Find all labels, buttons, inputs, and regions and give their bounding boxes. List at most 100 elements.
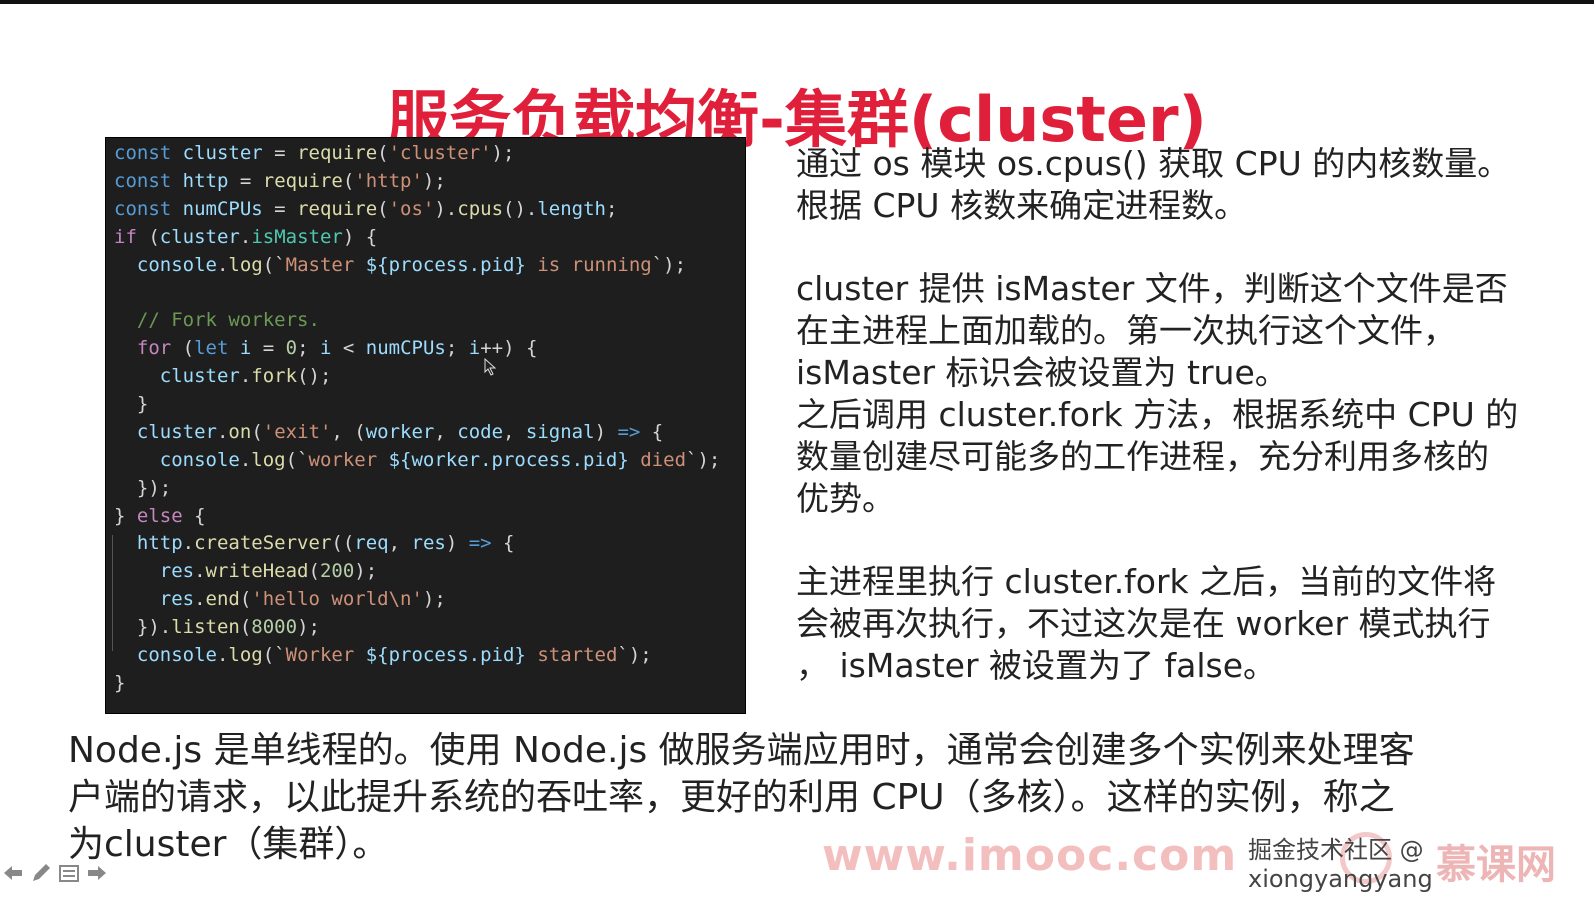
- code-token: Master: [285, 253, 366, 276]
- code-token: }: [114, 393, 149, 416]
- code-token: log: [228, 644, 263, 667]
- code-token: res: [159, 588, 195, 611]
- code-token: });: [114, 476, 172, 499]
- code-line: const numCPUs = require('os').cpus().len…: [114, 196, 745, 224]
- code-token: 'exit': [262, 420, 332, 443]
- slide-controls: [2, 860, 108, 886]
- text-line: 会被再次执行，不过这次是在 worker 模式执行: [796, 604, 1491, 643]
- code-token: .: [216, 420, 229, 443]
- code-token: (: [377, 142, 389, 164]
- text-line: cluster 提供 isMaster 文件，判断这个文件是否: [796, 269, 1508, 308]
- code-token: .: [239, 365, 252, 388]
- code-token: log: [228, 253, 263, 276]
- code-token: isMaster: [251, 225, 343, 248]
- code-token: [171, 142, 182, 164]
- code-token: ;: [445, 337, 469, 360]
- code-line: http.createServer((req, res) => {: [114, 530, 745, 558]
- watermark-logo: 慕课网: [1436, 842, 1556, 888]
- code-token: (: [136, 225, 160, 248]
- code-token: res: [411, 532, 446, 555]
- code-line: for (let i = 0; i < numCPUs; i++) {: [114, 335, 745, 363]
- next-slide-button[interactable]: [86, 862, 108, 884]
- code-token: req: [354, 532, 389, 555]
- explanation-paragraph: 通过 os 模块 os.cpus() 获取 CPU 的内核数量。根据 CPU 核…: [796, 143, 1510, 227]
- code-token: {: [491, 532, 515, 555]
- code-token: console: [159, 448, 240, 471]
- code-line: cluster.fork();: [114, 363, 745, 391]
- code-token: =>: [617, 420, 641, 443]
- code-token: `);: [686, 448, 721, 471]
- watermark-credit: 掘金技术社区 @ xiongyangyang: [1248, 836, 1433, 893]
- slide-menu-button[interactable]: [58, 862, 80, 884]
- code-line: res.writeHead(200);: [114, 558, 745, 586]
- code-token: );: [422, 169, 446, 192]
- code-token: ,: [503, 420, 526, 443]
- code-token: .: [194, 588, 206, 611]
- explanation-paragraph: cluster 提供 isMaster 文件，判断这个文件是否在主进程上面加载的…: [796, 268, 1518, 520]
- code-token: `);: [617, 644, 652, 667]
- text-line: 通过 os 模块 os.cpus() 获取 CPU 的内核数量。: [796, 144, 1511, 183]
- code-token: [171, 170, 182, 192]
- code-line: // Fork workers.: [114, 307, 745, 335]
- code-token: (`: [262, 253, 286, 276]
- text-line: 之后调用 cluster.fork 方法，根据系统中 CPU 的: [796, 395, 1519, 434]
- code-token: (: [308, 560, 320, 583]
- code-token: (: [239, 616, 252, 639]
- code-line: }: [114, 670, 745, 698]
- code-line: res.end('hello world\n');: [114, 586, 745, 614]
- code-token: =: [251, 337, 286, 360]
- code-line: console.log(`Worker ${process.pid} start…: [114, 642, 745, 670]
- code-token: ${worker.process.pid}: [388, 448, 629, 471]
- code-token: ${process.pid}: [365, 644, 526, 667]
- code-line: const http = require('http');: [114, 168, 745, 196]
- text-line: 主进程里执行 cluster.fork 之后，当前的文件将: [796, 562, 1497, 601]
- text-line: 优势。: [796, 479, 895, 518]
- prev-slide-button[interactable]: [2, 862, 24, 884]
- code-token: 200: [319, 560, 355, 583]
- code-token: .: [239, 225, 252, 248]
- watermark-url: www.imooc.com: [822, 830, 1238, 881]
- code-token: fork: [251, 365, 298, 388]
- code-token: (`: [262, 644, 286, 667]
- code-token: res: [159, 560, 195, 583]
- code-token: .: [216, 644, 229, 667]
- code-token: .: [182, 532, 195, 555]
- code-token: end: [205, 588, 240, 611]
- code-token: .: [216, 253, 229, 276]
- code-token: started: [525, 644, 618, 667]
- mouse-cursor-icon: [484, 358, 497, 376]
- code-token: signal: [525, 420, 595, 443]
- menu-icon: [59, 865, 79, 882]
- code-token: ): [445, 532, 469, 555]
- code-token: );: [354, 560, 378, 583]
- code-token: i: [320, 337, 332, 360]
- code-token: =: [262, 197, 298, 220]
- code-token: require: [297, 142, 378, 164]
- text-line: 为cluster（集群）。: [68, 824, 389, 865]
- text-line: ， isMaster 被设置为了 false。: [796, 646, 1277, 685]
- indent-guide: [112, 535, 113, 651]
- code-token: cluster: [159, 365, 240, 388]
- code-token: Worker: [285, 644, 366, 667]
- top-border: [0, 0, 1594, 4]
- code-token: numCPUs: [182, 197, 263, 220]
- code-token: ;: [605, 197, 618, 220]
- code-token: console: [136, 644, 217, 667]
- code-token: const: [114, 197, 172, 220]
- code-token: }: [114, 504, 137, 527]
- text-line: 数量创建尽可能多的工作进程，充分利用多核的: [796, 437, 1489, 476]
- code-token: );: [422, 588, 446, 611]
- code-line: }).listen(8000);: [114, 614, 745, 642]
- code-token: for: [136, 337, 172, 360]
- code-token: }: [114, 671, 126, 694]
- code-line: if (cluster.isMaster) {: [114, 224, 745, 252]
- code-line: });: [114, 475, 745, 503]
- code-line: }: [114, 391, 745, 419]
- code-token: // Fork workers.: [114, 309, 320, 332]
- code-token: else: [136, 504, 183, 527]
- code-token: =>: [468, 532, 492, 555]
- pen-tool-button[interactable]: [30, 862, 52, 884]
- imooc-logo-icon: [1340, 832, 1392, 884]
- text-line: 根据 CPU 核数来确定进程数。: [796, 186, 1248, 225]
- summary-text: Node.js 是单线程的。使用 Node.js 做服务端应用时，通常会创建多个…: [68, 727, 1415, 868]
